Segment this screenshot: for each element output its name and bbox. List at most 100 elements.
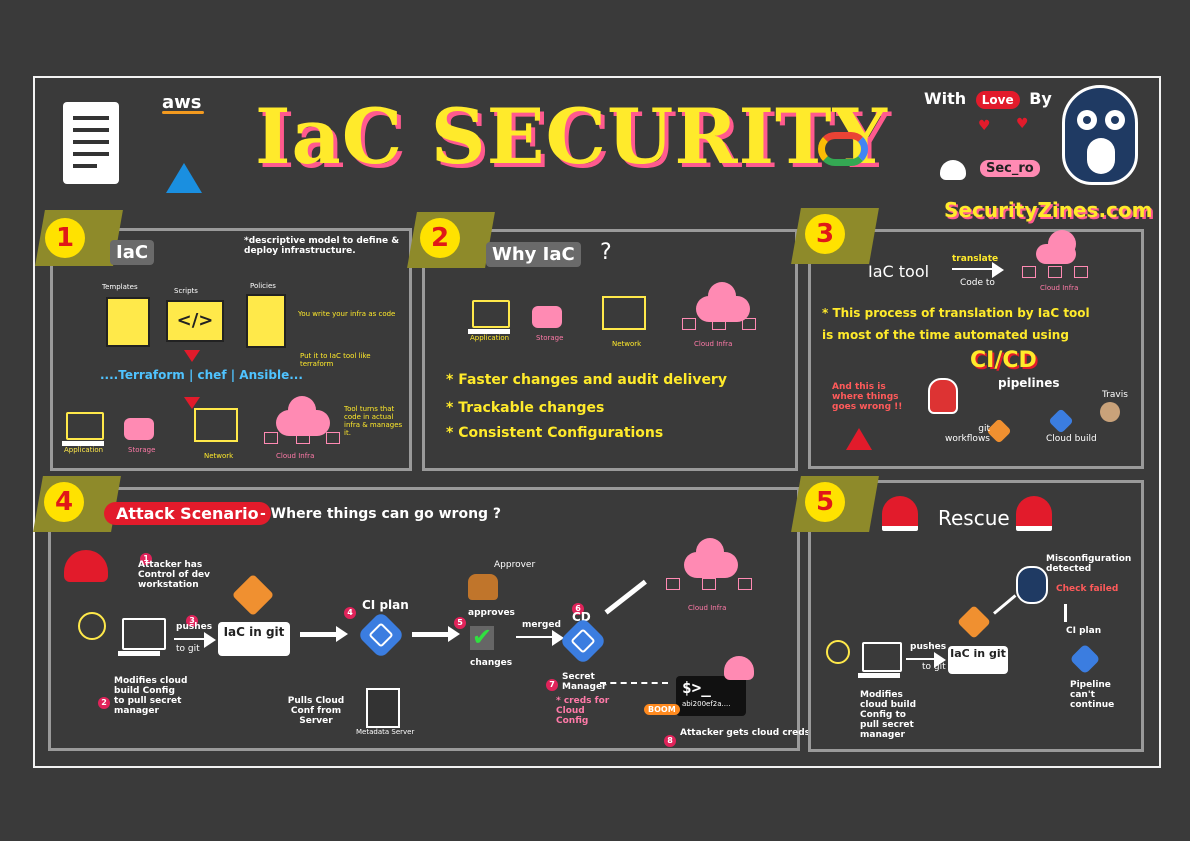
panel-attack (48, 487, 800, 751)
merged-label: merged (522, 620, 561, 630)
network-icon (194, 408, 238, 442)
step-number: 3 (186, 615, 198, 627)
spy-icon (724, 656, 754, 680)
spy-icon (940, 160, 966, 180)
policy-doc-icon (246, 294, 286, 348)
server-icon (712, 318, 726, 330)
translate-arrow (952, 262, 1004, 278)
cicd-label: CI/CD (970, 348, 1037, 373)
ci-plan-label: CI plan (362, 598, 409, 612)
push-arrow (906, 652, 946, 668)
changes-label: changes (470, 658, 513, 668)
cloud-build-label: Cloud build (1046, 434, 1097, 444)
server-icon (326, 432, 340, 444)
label-network: Network (612, 340, 642, 348)
approves-label: approves (468, 608, 515, 618)
step-number: 4 (344, 607, 356, 619)
point-consistent: * Consistent Configurations (446, 425, 664, 441)
code-window-icon: </> (166, 300, 224, 342)
server-icon (738, 578, 752, 590)
label-cloud-infra: Cloud Infra (694, 340, 733, 348)
down-arrow (1064, 604, 1067, 622)
label-scripts: Scripts (174, 287, 198, 295)
server-icon (742, 318, 756, 330)
point-faster: * Faster changes and audit delivery (446, 372, 727, 388)
label-templates: Templates (102, 283, 138, 291)
approver-label: Approver (494, 560, 536, 570)
pipeline-cant-text: Pipeline can't continue (1070, 680, 1115, 710)
definition-text: *descriptive model to define & deploy in… (244, 236, 400, 256)
server-icon (702, 578, 716, 590)
label-cloud-infra: Cloud Infra (276, 452, 315, 460)
server-icon (682, 318, 696, 330)
point-trackable: * Trackable changes (446, 400, 605, 416)
translate-label: translate (952, 254, 999, 264)
section-number: 5 (805, 482, 845, 522)
tools-list: ....Terraform | chef | Ansible... (100, 368, 303, 382)
terminal-prompt: $>_ (682, 678, 711, 697)
document-icon (63, 102, 119, 184)
pushes-label: pushes (176, 622, 213, 632)
owl-logo (1062, 85, 1138, 185)
misconfig-text: Misconfiguration detected (1046, 554, 1132, 574)
server-icon (296, 432, 310, 444)
section-number: 1 (45, 218, 85, 258)
step-3-badge: 3 (186, 608, 198, 627)
step-4-badge: 4 (344, 600, 356, 619)
step-number: 6 (572, 603, 584, 615)
page-title: IaC SECURITY (255, 92, 888, 181)
translation-line-1: * This process of translation by IaC too… (822, 306, 1090, 320)
flow-arrow (412, 626, 460, 642)
developer-icon (826, 640, 850, 664)
step-number: 5 (454, 617, 466, 629)
label-network: Network (204, 452, 234, 460)
heart-icon: ♥ (1016, 116, 1029, 132)
attacker-text: Attacker has Control of dev workstation (138, 560, 210, 590)
pipelines-label: pipelines (998, 376, 1060, 390)
storage-icon (532, 306, 562, 328)
label-policies: Policies (250, 282, 276, 290)
funnel-icon (184, 397, 200, 409)
secret-manager-label: Secret Manager (562, 672, 607, 692)
workstation-icon (118, 618, 166, 656)
push-arrow (174, 632, 216, 648)
developer-icon (78, 612, 106, 640)
exfil-dashed-arrow (600, 682, 668, 684)
to-git-label: to git (922, 662, 946, 672)
heart-icon: ♥ (978, 118, 991, 134)
to-git-label: to git (176, 644, 200, 654)
modifies-text: Modifies cloud build Config to pull secr… (860, 690, 917, 740)
gets-creds-label: Attacker gets cloud creds (680, 728, 810, 738)
flow-arrow (300, 626, 348, 642)
workstation-icon (858, 642, 902, 678)
application-icon (62, 412, 104, 446)
outer-frame (33, 76, 1161, 768)
merge-arrow (516, 630, 564, 646)
label-storage: Storage (536, 334, 564, 342)
panel-iac (50, 228, 412, 471)
step-8-badge: 8 (664, 728, 676, 747)
terminal-window: $>_ abi200ef2a.... (676, 676, 746, 716)
warning-text: And this is where things goes wrong !! (832, 382, 903, 412)
check-failed-text: Check failed (1056, 584, 1119, 594)
section-number: 2 (420, 218, 460, 258)
storage-icon (124, 418, 154, 440)
server-icon (666, 578, 680, 590)
step-number: 8 (664, 735, 676, 747)
creds-label: * creds for Cloud Config (556, 696, 610, 726)
gcp-icon (818, 132, 868, 166)
owl-scanner-icon (1016, 566, 1048, 604)
azure-icon (166, 163, 202, 193)
sec-tag: Sec_ro (980, 160, 1040, 177)
travis-icon (1100, 402, 1120, 422)
step-1-badge: 1 (140, 546, 152, 565)
label-application: Application (64, 446, 104, 454)
siren-icon (882, 496, 918, 531)
iac-git-box: IaC in git (218, 622, 290, 656)
love-heart: Love (975, 91, 1020, 109)
label-application: Application (470, 334, 510, 342)
attack-subtitle: - Where things can go wrong ? (260, 506, 502, 522)
step-number: 2 (98, 697, 110, 709)
step-number: 1 (140, 553, 152, 565)
iac-git-box: IaC in git (948, 646, 1008, 674)
